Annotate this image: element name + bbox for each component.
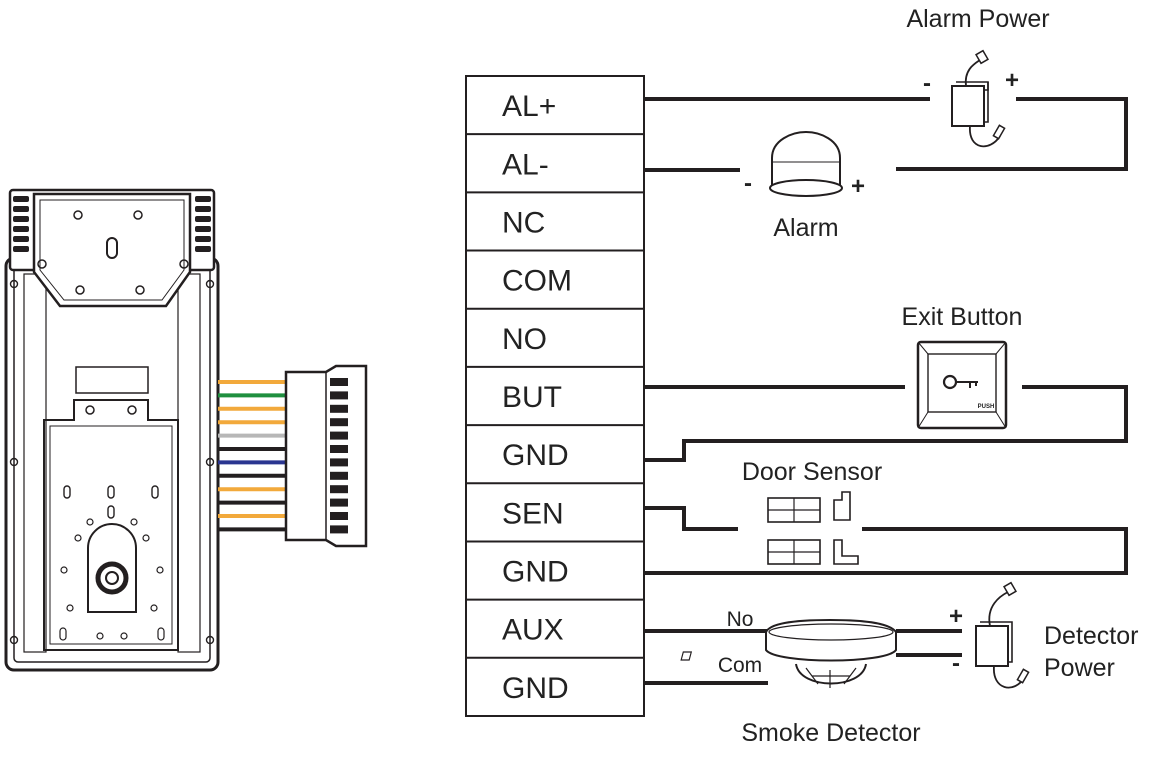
terminal-label: AL-	[502, 148, 549, 181]
connector-pin	[330, 512, 348, 520]
door-sensor-label: Door Sensor	[742, 458, 882, 486]
wire-alarm-loop	[896, 97, 1128, 171]
push-text: PUSH	[978, 404, 995, 410]
alarm-power-minus: -	[923, 70, 931, 97]
terminal-label: AL+	[502, 90, 556, 123]
mounting-plate	[32, 192, 192, 308]
alarm-label: Alarm	[773, 214, 838, 242]
terminal-label: GND	[502, 439, 569, 472]
alarm-power-plus: +	[1005, 67, 1019, 94]
connector-pin	[330, 485, 348, 494]
connector-pin	[330, 498, 348, 507]
alarm-power-label: Alarm Power	[906, 5, 1049, 33]
smoke-detector-device: No Com Smoke Detector	[680, 608, 921, 747]
terminal-label: NC	[502, 206, 545, 239]
detector-power-minus: -	[952, 650, 960, 677]
connector-pin	[330, 404, 348, 413]
alarm-plus: +	[851, 173, 865, 200]
connector-pin	[330, 525, 348, 534]
terminal-label: BUT	[502, 381, 562, 414]
terminal-label: NO	[502, 323, 547, 356]
detector-power-adapter: + - Detector Power	[949, 581, 1138, 689]
vent-right-icon	[195, 196, 211, 252]
connector-pins	[330, 378, 348, 534]
detector-power-label-1: Detector	[1044, 622, 1138, 650]
wire-sen	[644, 506, 738, 531]
connector-pin	[330, 458, 348, 467]
access-control-device	[4, 188, 220, 672]
wire-connector	[284, 364, 368, 548]
lens-icon	[95, 561, 129, 595]
smoke-com-label: Com	[718, 654, 762, 677]
magnet-open-icon	[767, 491, 851, 523]
terminal-label: GND	[502, 556, 569, 589]
vent-left-icon	[13, 196, 29, 252]
connector-pin	[330, 431, 348, 440]
terminal-label: GND	[502, 672, 569, 705]
exit-button-device: Exit Button PUSH	[902, 303, 1023, 430]
connector-pin	[330, 445, 348, 453]
alarm-siren: - + Alarm	[744, 130, 865, 242]
smoke-no-label: No	[727, 608, 754, 631]
connector-pin	[330, 378, 348, 386]
power-plug-icon	[951, 49, 1006, 148]
cable-bundle	[218, 380, 288, 532]
power-plug-icon	[975, 581, 1030, 689]
connector-pin	[330, 418, 348, 427]
exit-button-label: Exit Button	[902, 303, 1023, 331]
connector-pin	[330, 391, 348, 400]
wire-but-gnd	[644, 385, 1128, 462]
terminal-label: COM	[502, 265, 572, 298]
connector-pin	[330, 471, 348, 480]
terminal-block: AL+ AL- NC COM NO BUT GND SEN GND AUX GND	[465, 75, 645, 717]
smoke-detector-label: Smoke Detector	[741, 719, 920, 747]
wires	[644, 97, 1128, 685]
magnet-closed-icon	[767, 539, 859, 565]
alarm-power-adapter: Alarm Power - +	[906, 5, 1050, 148]
terminal-label: AUX	[502, 614, 564, 647]
detector-power-label-2: Power	[1044, 654, 1115, 682]
key-icon	[942, 374, 978, 390]
alarm-minus: -	[744, 170, 752, 197]
door-sensor-device: Door Sensor	[742, 458, 882, 565]
wire-sen-gnd	[644, 527, 1128, 575]
detector-power-plus: +	[949, 603, 963, 630]
terminal-label: SEN	[502, 497, 564, 530]
